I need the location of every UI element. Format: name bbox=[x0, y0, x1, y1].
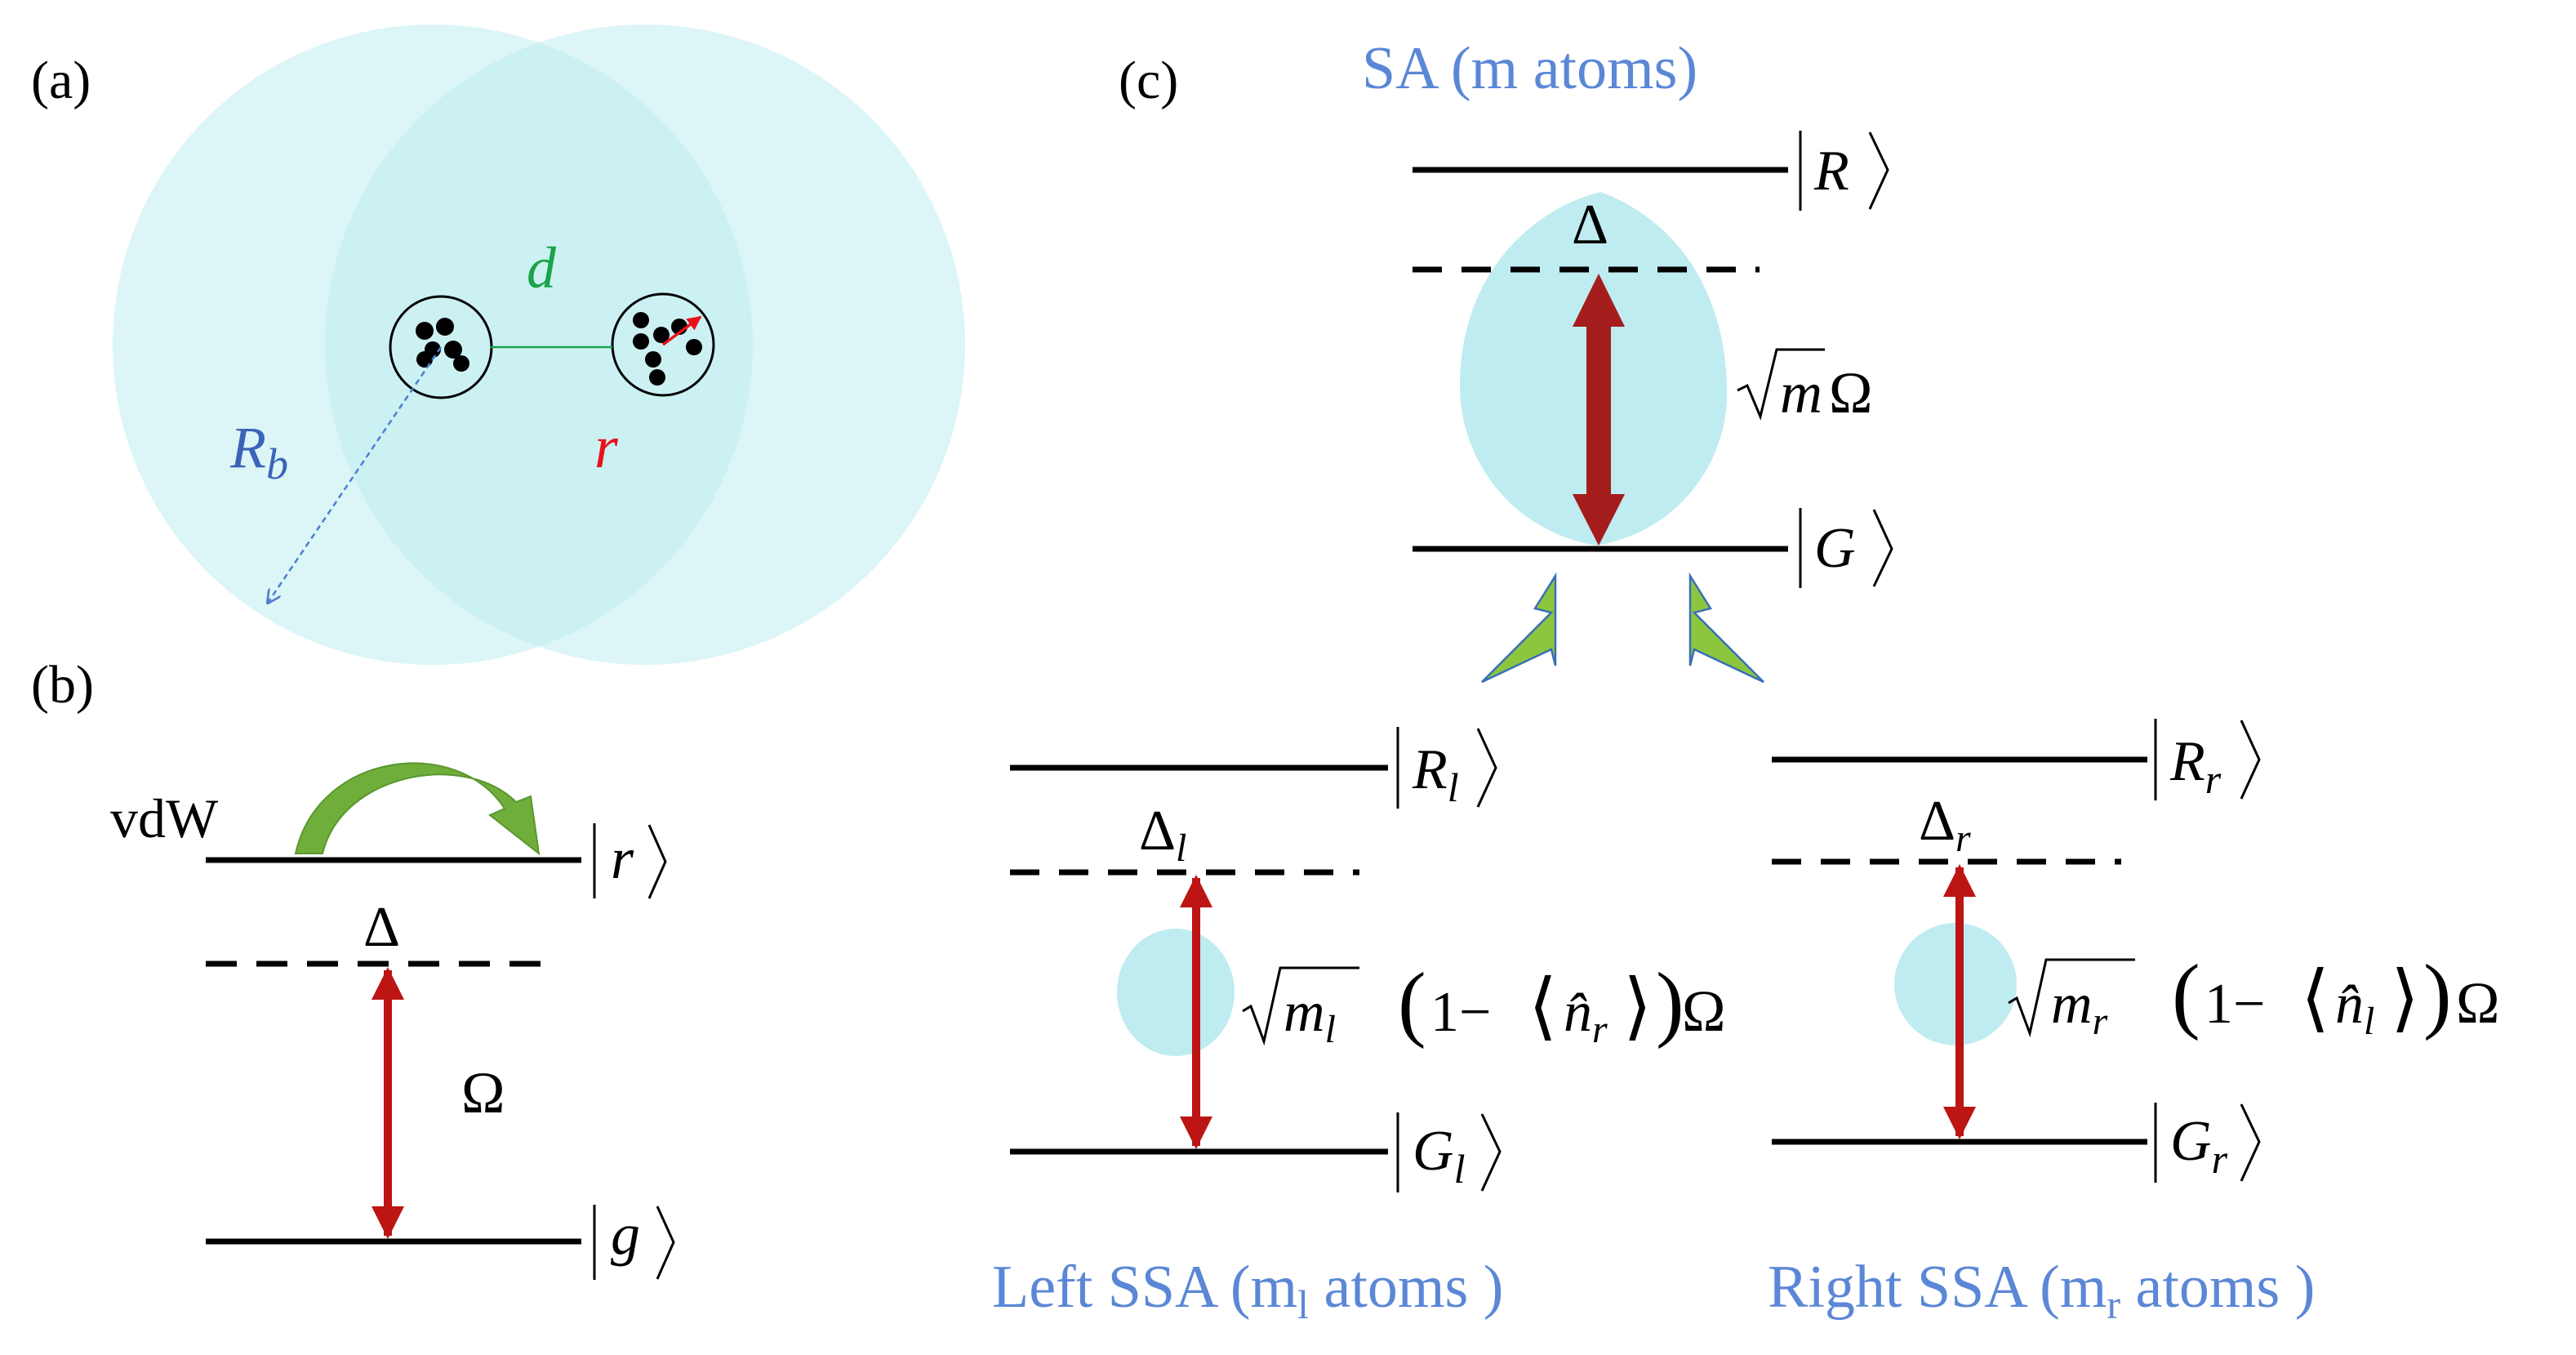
vdw-label: vdW bbox=[110, 787, 219, 849]
left-ssa-blob bbox=[1117, 929, 1235, 1056]
svg-text:n̂l: n̂l bbox=[2335, 973, 2374, 1043]
distance-label: d bbox=[527, 235, 557, 301]
svg-text:g: g bbox=[611, 1201, 640, 1267]
atoms-right bbox=[633, 312, 702, 386]
svg-text:R: R bbox=[1813, 140, 1849, 203]
left-ssa-caption: Left SSA (ml atoms ) bbox=[992, 1254, 1503, 1327]
svg-text:(: ( bbox=[1398, 956, 1426, 1050]
panel-a-label: (a) bbox=[31, 51, 91, 110]
ket-R: R bbox=[1799, 131, 1889, 211]
right-ssa: Rr Gr Δr mr ( 1− ⟨ n̂l ⟩ ) Ω Right bbox=[1768, 719, 2500, 1327]
ket-g: g bbox=[593, 1201, 675, 1280]
svg-text:m: m bbox=[1780, 360, 1822, 426]
ensemble-radius-label: r bbox=[594, 414, 619, 481]
svg-text:1−: 1− bbox=[1430, 981, 1491, 1044]
svg-text:Ω: Ω bbox=[1682, 978, 1726, 1044]
ensemble-right bbox=[611, 292, 715, 397]
svg-text:Ω: Ω bbox=[2456, 970, 2500, 1036]
panel-c: (c) SA (m atoms) R G Δ m Ω bbox=[992, 35, 2500, 1327]
ket-G: G bbox=[1799, 508, 1893, 588]
svg-text:): ) bbox=[2423, 947, 2452, 1041]
rabi-arrow-sa bbox=[1573, 274, 1625, 546]
svg-text:G: G bbox=[1814, 517, 1856, 580]
rabi-label-r: mr ( 1− ⟨ n̂l ⟩ ) Ω bbox=[2008, 947, 2500, 1043]
atoms-left bbox=[416, 318, 469, 372]
svg-text:): ) bbox=[1656, 956, 1684, 1050]
rabi-label-b: Ω bbox=[461, 1060, 505, 1125]
svg-text:r: r bbox=[611, 826, 634, 891]
svg-text:(: ( bbox=[2172, 947, 2200, 1041]
left-ssa: Rl Gl Δl ml ( 1− ⟨ n̂r ⟩ ) Ω Left S bbox=[992, 727, 1726, 1327]
svg-text:Gr: Gr bbox=[2170, 1110, 2228, 1182]
svg-text:⟨: ⟨ bbox=[1528, 966, 1557, 1047]
detuning-label-r: Δr bbox=[1919, 790, 1971, 860]
panel-b-label: (b) bbox=[31, 655, 94, 715]
rabi-label-l: ml ( 1− ⟨ n̂r ⟩ ) Ω bbox=[1242, 956, 1726, 1051]
vdw-curved-arrow bbox=[294, 762, 541, 856]
panel-c-label: (c) bbox=[1119, 51, 1178, 110]
ket-G-r: Gr bbox=[2154, 1103, 2261, 1183]
svg-text:⟨: ⟨ bbox=[2301, 958, 2329, 1039]
right-ssa-caption: Right SSA (mr atoms ) bbox=[1768, 1254, 2315, 1327]
svg-text:⟩: ⟩ bbox=[2391, 958, 2419, 1039]
svg-text:⟩: ⟩ bbox=[1623, 966, 1652, 1047]
svg-text:Rl: Rl bbox=[1412, 738, 1459, 810]
svg-text:Ω: Ω bbox=[1829, 360, 1873, 426]
svg-text:mr: mr bbox=[2051, 973, 2108, 1043]
detuning-label-sa: Δ bbox=[1572, 194, 1608, 256]
ket-G-l: Gl bbox=[1396, 1112, 1502, 1192]
svg-text:Gl: Gl bbox=[1413, 1120, 1465, 1192]
svg-text:ml: ml bbox=[1284, 981, 1336, 1051]
ket-R-l: Rl bbox=[1396, 727, 1497, 810]
panel-b: (b) vdW r g Δ Ω bbox=[31, 655, 675, 1280]
detuning-label-l: Δl bbox=[1139, 800, 1186, 870]
collective-rabi-label: m Ω bbox=[1737, 348, 1873, 426]
svg-text:Rr: Rr bbox=[2169, 730, 2222, 802]
ensemble-radius-arrow bbox=[661, 315, 702, 346]
ket-r: r bbox=[593, 823, 667, 899]
ket-R-r: Rr bbox=[2154, 719, 2261, 802]
split-arrow-left bbox=[1481, 572, 1557, 684]
svg-text:n̂r: n̂r bbox=[1564, 981, 1608, 1051]
blockade-radius-label: Rb bbox=[229, 415, 288, 488]
sa-title: SA (m atoms) bbox=[1362, 35, 1697, 102]
panel-a: (a) d r Rb bbox=[31, 25, 965, 665]
blockade-radius-arrow bbox=[268, 346, 443, 603]
detuning-label-b: Δ bbox=[363, 896, 400, 959]
split-arrow-right bbox=[1688, 572, 1764, 684]
svg-text:1−: 1− bbox=[2205, 973, 2265, 1036]
